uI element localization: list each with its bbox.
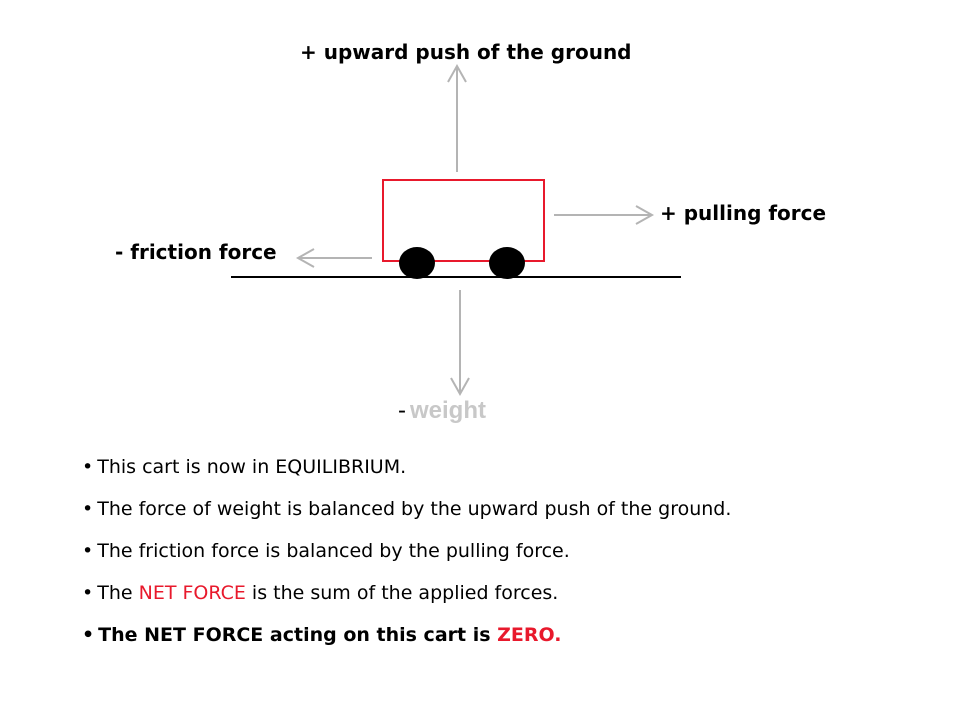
bullet: • [82,498,94,520]
weight-label: -weight [398,399,486,423]
note-equilibrium: •This cart is now in EQUILIBRIUM. [82,458,942,478]
friction-force-label: - friction force [115,240,277,264]
cart-wheel-right [489,247,525,279]
note-net-force-definition: •The NET FORCE is the sum of the applied… [82,584,942,604]
note-text-pre: The NET FORCE acting on this cart is [98,624,498,646]
bullet: • [82,582,94,604]
note-text-post: . [554,624,562,646]
note-text: The friction force is balanced by the pu… [97,540,570,562]
cart-body [382,179,545,262]
net-force-highlight: NET FORCE [138,582,246,604]
note-text-pre: The [97,582,139,604]
upward-force-arrow [447,63,467,172]
note-text-post: is the sum of the applied forces. [245,582,559,604]
weight-sign: - [398,397,406,424]
zero-highlight: ZERO [497,624,555,646]
weight-word: weight [410,397,486,424]
weight-force-arrow [450,290,470,397]
note-friction-balanced: •The friction force is balanced by the p… [82,542,942,562]
pulling-force-label: + pulling force [660,201,827,225]
cart-wheel-left [399,247,435,279]
explanation-list: •This cart is now in EQUILIBRIUM. •The f… [82,458,942,668]
bullet: • [82,540,94,562]
force-diagram [231,63,681,397]
note-net-force-zero: •The NET FORCE acting on this cart is ZE… [82,626,942,646]
note-text: This cart is now in EQUILIBRIUM. [97,456,407,478]
pulling-force-arrow [554,205,655,225]
upward-force-label: + upward push of the ground [300,40,632,64]
bullet: • [82,456,94,478]
note-text: The force of weight is balanced by the u… [97,498,732,520]
bullet: • [82,624,95,646]
note-weight-balanced: •The force of weight is balanced by the … [82,500,942,520]
friction-force-arrow [295,248,372,268]
